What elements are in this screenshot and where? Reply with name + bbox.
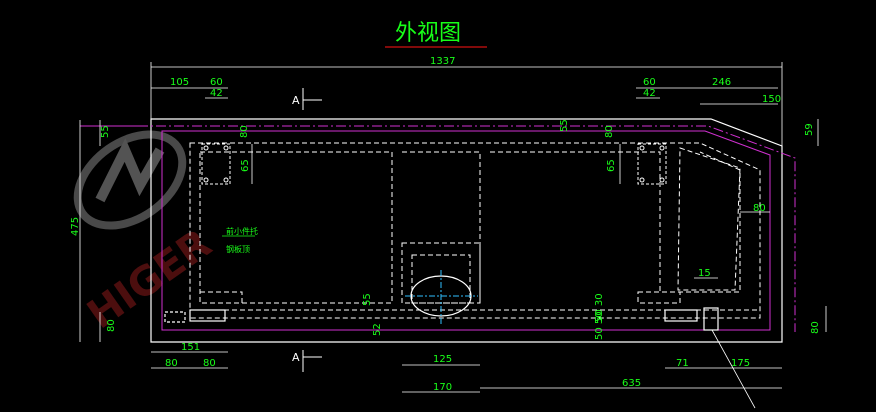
drawing-title: 外视图 [395,21,461,46]
reference-line-top [138,125,796,332]
dim-bottom-151: 151 [181,342,200,353]
dim-left-105: 105 [170,77,189,88]
dim-left-42: 42 [210,88,223,99]
dim-center-52: 52 [372,323,383,336]
hole-group-right [637,143,667,185]
dimension-lines [79,62,827,393]
inner-magenta-outline [161,130,771,331]
hole-group-left [201,143,231,185]
dim-50-50: 50 50 [594,311,605,340]
dim-bottom-170: 170 [433,382,452,393]
dim-bottom-125: 125 [433,354,452,365]
dim-left-60: 60 [210,77,223,88]
outer-outline [150,118,783,343]
section-mark-top: A [292,94,300,107]
dim-right-150: 150 [762,94,781,105]
dim-right-42: 42 [643,88,656,99]
dim-right-80: 80 [810,321,821,334]
dim-hole-65-left: 65 [240,159,251,172]
dim-left-55: 55 [100,125,111,138]
dim-hole-65-right: 65 [606,159,617,172]
dim-bottom-175: 175 [731,358,750,369]
dim-bottom-80-a: 80 [165,358,178,369]
dim-right-59: 59 [804,123,815,136]
dim-right-60: 60 [643,77,656,88]
solid-parts [164,307,719,331]
dim-15: 15 [698,268,711,279]
dim-bottom-635: 635 [622,378,641,389]
dim-left-80: 80 [106,319,117,332]
dim-hole-80-left: 80 [239,125,250,138]
dim-inner-55: 55 [559,119,570,132]
dim-left-475: 475 [70,217,81,236]
dim-inner-80: 80 [753,203,766,214]
note-line-1: 前小件托 [226,226,258,236]
dim-bottom-71: 71 [676,358,689,369]
note-line-2: 钢板顶 [226,244,250,254]
dim-50-30: 50 30 [594,293,605,322]
section-mark-bottom: A [292,351,300,364]
dim-overall-width: 1337 [430,56,455,67]
leader-line [711,329,756,409]
dashed-frame [189,142,761,319]
dim-hole-80-right: 80 [604,125,615,138]
dim-center-55: 55 [362,293,373,306]
dim-bottom-80-b: 80 [203,358,216,369]
dim-right-246: 246 [712,77,731,88]
higer-logo-watermark [73,130,187,230]
